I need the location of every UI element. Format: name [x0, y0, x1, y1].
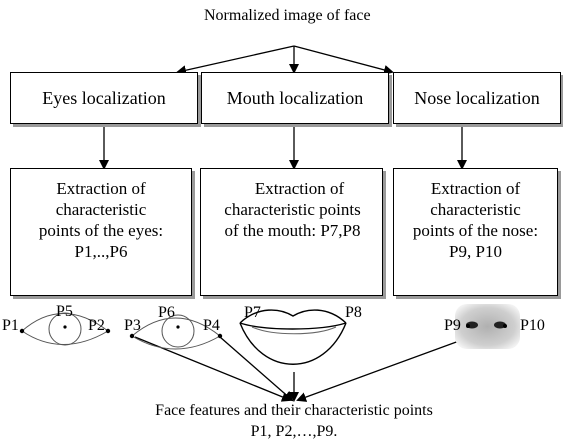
mouth-extraction-line-1: Extraction of [254, 179, 345, 198]
arrow-title-to-nose [293, 45, 394, 75]
point-label-p10: P10 [520, 317, 545, 334]
mouth-localization-box: Mouth localization [201, 72, 389, 124]
nose-extraction-line-4: P9, P10 [449, 242, 502, 261]
arrow-eye-left-to-features [134, 336, 292, 402]
footer-line-1: Face features and their characteristic p… [155, 402, 433, 419]
point-label-p9: P9 [444, 317, 461, 334]
mouth-icon [239, 309, 347, 365]
right-eye-icon [129, 314, 223, 350]
eyes-extraction-line-1: Extraction of [56, 179, 146, 198]
nose-extraction-line-2: characteristic [430, 200, 521, 219]
mouth-extraction-box: Extraction of characteristic points of t… [200, 168, 383, 296]
eyes-localization-label: Eyes localization [42, 87, 166, 108]
arrow-nose-to-features [296, 336, 471, 402]
footer-line-2: P1, P2,…,P9. [250, 423, 338, 440]
nose-extraction-line-1: Extraction of [430, 179, 521, 198]
point-label-p5: P5 [56, 303, 73, 320]
left-eye-icon [19, 312, 111, 346]
nose-icon [455, 304, 520, 349]
eyes-extraction-line-3: points of the eyes: [38, 221, 164, 240]
point-label-p7: P7 [244, 304, 261, 321]
arrow-eye-right-to-features [219, 336, 294, 402]
nose-extraction-line-3: points of the nose: [412, 221, 539, 240]
arrow-title-to-eyes [176, 45, 295, 76]
point-label-p4: P4 [203, 317, 220, 334]
eyes-extraction-line-4: P1,..,P6 [74, 242, 128, 261]
eyes-localization-box: Eyes localization [10, 72, 198, 124]
point-label-p2: P2 [88, 317, 105, 334]
eyes-extraction-line-2: characteristic [55, 200, 147, 219]
point-label-p6: P6 [158, 304, 175, 321]
mouth-extraction-line-2: characteristic points [224, 200, 361, 219]
point-label-p3: P3 [124, 317, 141, 334]
diagram-title: Normalized image of face [204, 7, 371, 24]
nose-localization-label: Nose localization [414, 87, 540, 108]
diagram-footer: Face features and their characteristic p… [94, 400, 494, 442]
point-label-p1: P1 [2, 317, 19, 334]
eyes-extraction-box: Extraction of characteristic points of t… [10, 168, 192, 296]
point-label-p8: P8 [345, 304, 362, 321]
mouth-extraction-line-3: of the mouth: P7,P8 [224, 221, 361, 240]
nose-localization-box: Nose localization [393, 72, 561, 124]
mouth-localization-label: Mouth localization [226, 87, 364, 108]
nose-extraction-box: Extraction of characteristic points of t… [393, 168, 558, 296]
